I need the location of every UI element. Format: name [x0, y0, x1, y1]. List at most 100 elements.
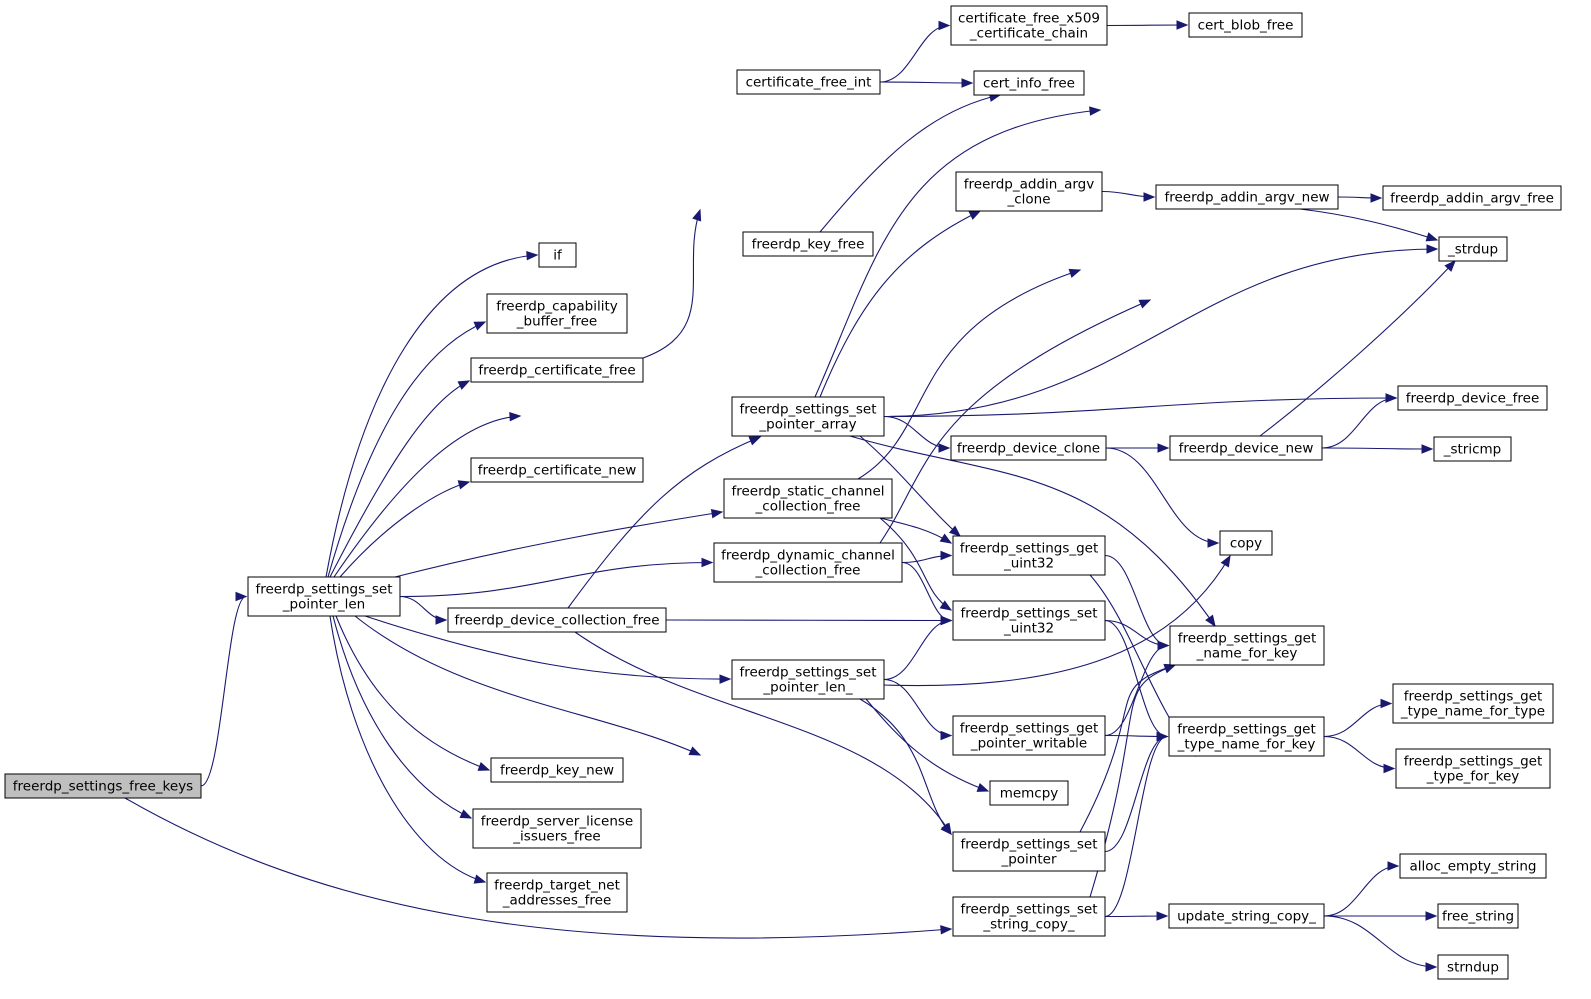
arrowhead-icon [1370, 193, 1383, 203]
edge-cert_free_int-to-cert_info_free [879, 78, 974, 88]
edge-set_pointer_array-to-dev_clone [883, 415, 951, 453]
edge-update_string_copy-to-alloc_empty [1323, 861, 1400, 917]
node-cert-blob-free[interactable]: cert_blob_free [1188, 12, 1303, 38]
node-if[interactable]: if [538, 242, 577, 268]
node-free-string[interactable]: free_string [1437, 903, 1519, 929]
node-label-line: freerdp_addin_argv_free [1390, 191, 1554, 207]
node-copy[interactable]: copy [1219, 530, 1273, 556]
edge-set_uint32-to-get_type_name_for_key [1104, 619, 1169, 742]
node-key-new[interactable]: freerdp_key_new [490, 757, 624, 783]
node-alloc-empty[interactable]: alloc_empty_string [1399, 853, 1547, 879]
node-cert-x509[interactable]: certificate_free_x509_certificate_chain [950, 5, 1108, 46]
node-type-name-for-type[interactable]: freerdp_settings_get_type_name_for_type [1392, 683, 1554, 724]
arrowhead-icon [473, 874, 487, 884]
arrowhead-icon [940, 823, 952, 835]
node-cert-free-int[interactable]: certificate_free_int [736, 69, 881, 95]
node-label-line: _type_name_for_type [1400, 704, 1545, 720]
edge-set_pointer_len-to-target_net_free [329, 615, 487, 884]
arrowhead-icon [940, 925, 953, 935]
node-dev-clone[interactable]: freerdp_device_clone [950, 435, 1107, 461]
node-label-line: free_string [1442, 909, 1514, 925]
call-graph-edges [124, 20, 1456, 972]
node-label-line: freerdp_settings_set [960, 837, 1097, 853]
edge-set_pointer_array-to-dev_free [883, 393, 1398, 418]
node-cert-new[interactable]: freerdp_certificate_new [470, 457, 644, 483]
node-dev-coll-free[interactable]: freerdp_device_collection_free [447, 607, 667, 633]
node-get-name-for-key[interactable]: freerdp_settings_get_name_for_key [1169, 625, 1325, 666]
node-label-line: _type_for_key [1426, 769, 1520, 785]
node-label-line: _addresses_free [502, 893, 612, 909]
node-update-string-copy[interactable]: update_string_copy_ [1168, 903, 1325, 929]
arrowhead-icon [710, 508, 724, 519]
node-label-line: freerdp_settings_get [1178, 631, 1317, 647]
edge-static_free-to-argv_free [857, 268, 1082, 480]
edge-update_string_copy-to-strndup [1323, 915, 1438, 972]
edge-set_pointer_len_-to-memcpy [865, 698, 990, 792]
node-set-pointer-len[interactable]: freerdp_settings_set_pointer_len [247, 576, 401, 617]
edge-set_pointer_len-to-set_pointer [354, 615, 702, 756]
edge-set_pointer_len_-to-get_ptr_writable [883, 678, 953, 741]
node-argv-new[interactable]: freerdp_addin_argv_new [1155, 184, 1339, 210]
node-get-ptr-writable[interactable]: freerdp_settings_get_pointer_writable [952, 715, 1106, 756]
edge-set_pointer_len-to-key_new [335, 615, 491, 771]
edge-cert_x509-to-cert_blob_free [1106, 20, 1189, 30]
arrowhead-icon [1207, 538, 1220, 548]
edge-set_pointer_array-to-get_uint32 [859, 435, 962, 537]
edge-get_uint32-to-get_name_for_key [1104, 554, 1170, 651]
node-label-line: freerdp_target_net [494, 878, 620, 894]
node-label-line: _string_copy_ [982, 917, 1074, 933]
edge-set_pointer_len-to-if [325, 250, 539, 578]
node-get-type-name-for-key[interactable]: freerdp_settings_get_type_name_for_key [1168, 716, 1325, 757]
node-dynamic-free[interactable]: freerdp_dynamic_channel_collection_free [713, 542, 903, 583]
arrowhead-icon [1157, 640, 1170, 651]
node-label-line: _type_name_for_key [1177, 737, 1316, 753]
node-set-pointer-len-[interactable]: freerdp_settings_set_pointer_len_ [731, 659, 885, 700]
node-label-line: update_string_copy_ [1177, 909, 1316, 925]
node-label-line: freerdp_addin_argv_new [1164, 190, 1329, 206]
arrowhead-icon [1425, 232, 1439, 242]
node-cert-info-free[interactable]: cert_info_free [973, 70, 1085, 96]
edge-set_pointer_len_-to-copy [883, 554, 1231, 687]
node-static-free[interactable]: freerdp_static_channel_collection_free [723, 478, 893, 519]
node-lic-free[interactable]: freerdp_server_license_issuers_free [472, 808, 642, 849]
arrowhead-icon [1425, 962, 1438, 972]
node-set-pointer[interactable]: freerdp_settings_set_pointer [952, 831, 1106, 872]
node-label-line: strndup [1447, 960, 1499, 976]
node-cert-free[interactable]: freerdp_certificate_free [470, 357, 644, 383]
arrowhead-icon [457, 480, 471, 490]
edge-set_pointer_len-to-lic_free [332, 615, 473, 819]
edge-set_pointer_array-to-get_name_for_key [849, 435, 1216, 628]
edge-dev_new-to-stricmp [1321, 444, 1434, 454]
node-label-line: _certificate_chain [969, 26, 1088, 42]
node-cap-buffer-free[interactable]: freerdp_capability_buffer_free [486, 293, 628, 334]
node-set-pointer-array[interactable]: freerdp_settings_set_pointer_array [731, 396, 885, 437]
node-target-net-free[interactable]: freerdp_target_net_addresses_free [486, 872, 628, 913]
node-dev-free[interactable]: freerdp_device_free [1397, 385, 1548, 411]
node-label-line: _collection_free [755, 499, 861, 515]
node-label-line: freerdp_settings_get [960, 721, 1099, 737]
node-get-uint32[interactable]: freerdp_settings_get_uint32 [952, 535, 1106, 576]
node-set-string-copy[interactable]: freerdp_settings_set_string_copy_ [952, 896, 1106, 937]
node-dev-new[interactable]: freerdp_device_new [1169, 435, 1323, 461]
edge-static_free-to-get_uint32 [879, 517, 953, 544]
node-label-line: freerdp_certificate_new [478, 463, 637, 479]
edge-update_string_copy-to-free_string [1323, 911, 1438, 921]
node-argv-clone[interactable]: freerdp_addin_argv_clone [955, 171, 1103, 212]
edge-dynamic_free-to-set_uint32 [901, 561, 953, 626]
arrowhead-icon [940, 615, 953, 626]
arrowhead-icon [939, 533, 953, 544]
node-strdup[interactable]: _strdup [1438, 236, 1508, 262]
node-set-uint32[interactable]: freerdp_settings_set_uint32 [952, 600, 1106, 641]
node-memcpy[interactable]: memcpy [989, 780, 1069, 806]
node-label-line: certificate_free_int [746, 75, 872, 91]
node-free-keys[interactable]: freerdp_settings_free_keys [4, 773, 202, 799]
edge-set_pointer_len-to-cap_buffer_free [327, 321, 487, 578]
arrowhead-icon [1156, 911, 1169, 921]
node-stricmp[interactable]: _stricmp [1433, 436, 1512, 462]
node-strndup[interactable]: strndup [1437, 954, 1509, 980]
node-type-for-key[interactable]: freerdp_settings_get_type_for_key [1395, 748, 1551, 789]
node-argv-free[interactable]: freerdp_addin_argv_free [1382, 185, 1562, 211]
arrowhead-icon [961, 78, 974, 88]
node-key-free[interactable]: freerdp_key_free [742, 231, 874, 257]
